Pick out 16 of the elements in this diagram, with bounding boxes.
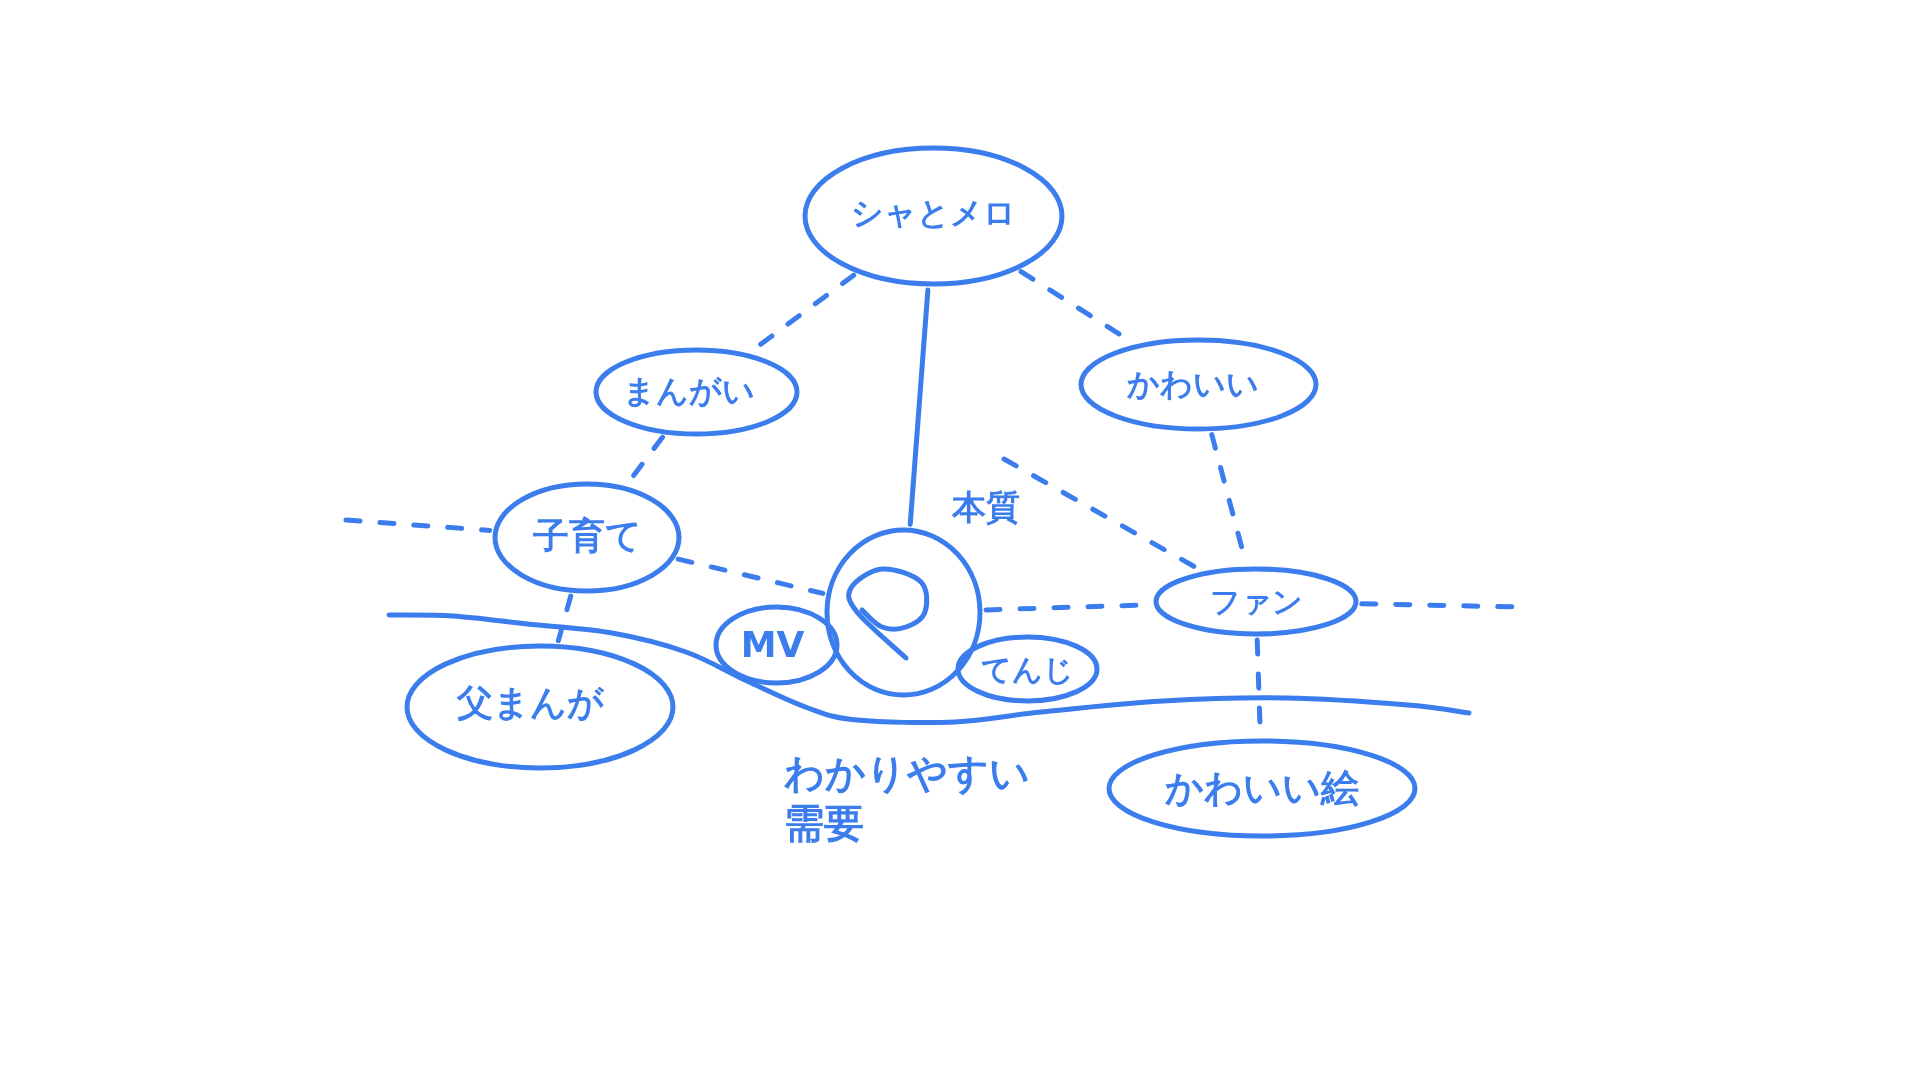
circle — [824, 527, 983, 698]
oval-bubble: まんがい — [593, 347, 800, 437]
connector-line — [907, 287, 931, 527]
oval-bubble: かわいい — [1078, 337, 1319, 432]
oval-bubble: かわいい絵 — [1106, 738, 1418, 839]
area-label: わかりやすい需要 — [784, 749, 1031, 848]
oval-bubble: 父まんが — [404, 643, 676, 771]
oval-bubble: シャとメロ — [802, 145, 1065, 287]
oval-bubble: てんじ — [955, 634, 1100, 704]
side-label: 本質 — [952, 486, 1020, 529]
dashed-line — [555, 593, 574, 644]
dashed-line — [343, 517, 493, 533]
oval-bubble: ファン — [1153, 566, 1359, 637]
dashed-line — [675, 556, 826, 596]
oval-bubble: MV — [713, 604, 840, 686]
oval-bubble: 子育て — [492, 481, 682, 594]
